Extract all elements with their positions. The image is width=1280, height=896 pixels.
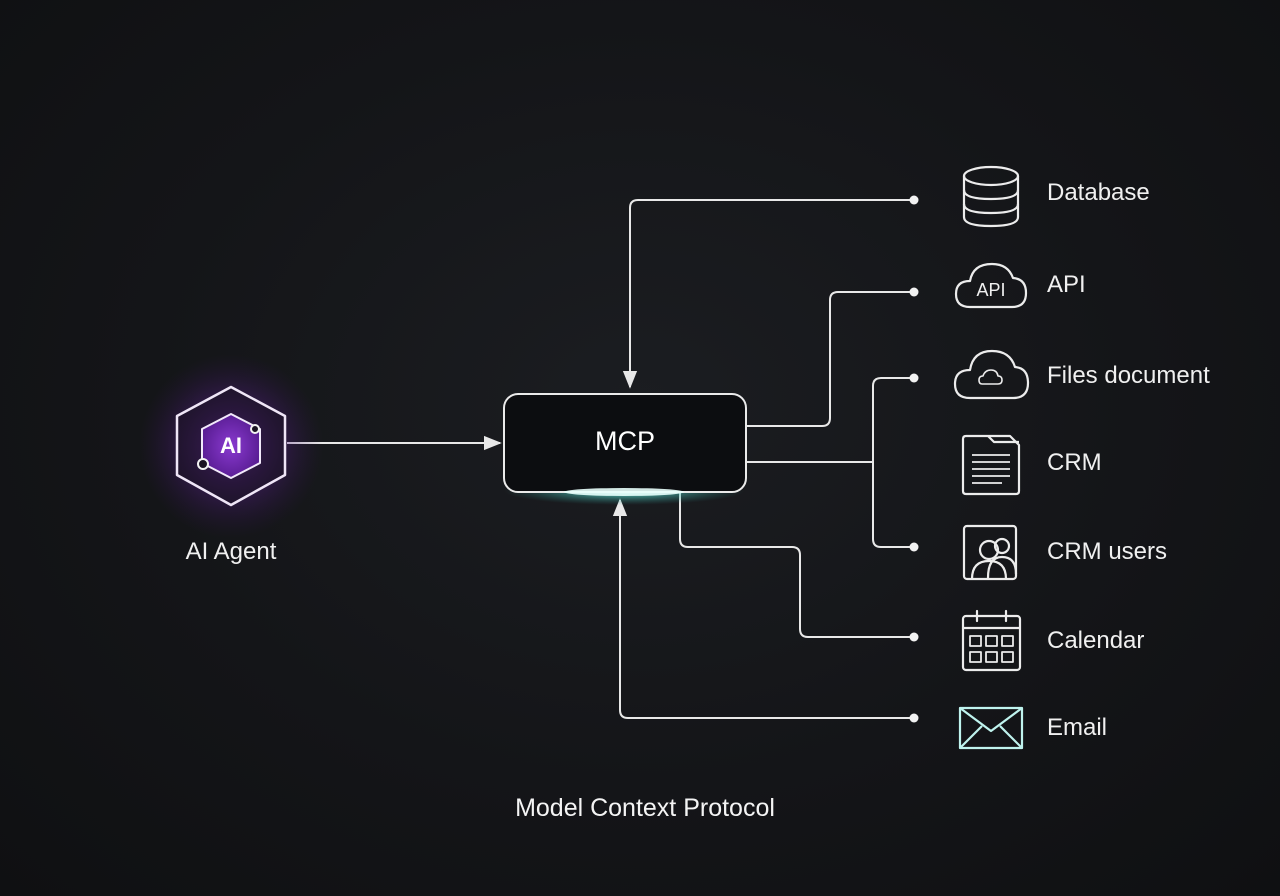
api-cloud-icon [954, 262, 1028, 309]
resource-label-database: Database [1047, 179, 1150, 206]
connector-calendar [679, 493, 914, 638]
api-icon-text: API [976, 280, 1006, 300]
cloud-files-icon [953, 349, 1030, 400]
mcp-node [503, 393, 747, 505]
agent-orbit-dot-left [197, 458, 209, 470]
diagram-caption: Model Context Protocol [515, 794, 775, 822]
mcp-label: MCP [595, 426, 655, 456]
resource-label-api: API [1047, 271, 1086, 298]
resource-label-email: Email [1047, 714, 1108, 741]
connector-database [622, 199, 914, 389]
connector-lines [287, 199, 914, 719]
calendar-icon [961, 609, 1022, 672]
connector-files [872, 377, 914, 548]
resource-label-files-document: Files document [1047, 362, 1210, 389]
connector-api [746, 291, 914, 427]
resource-label-crm: CRM [1047, 449, 1102, 476]
agent-orbit-dot-right [250, 424, 260, 434]
document-icon [961, 434, 1021, 496]
connector-email [612, 498, 914, 719]
resource-label-calendar: Calendar [1047, 627, 1145, 654]
ai-agent-label: AI Agent [185, 538, 277, 565]
email-icon [958, 706, 1024, 750]
resource-label-crm-users: CRM users [1047, 538, 1168, 565]
users-icon [962, 524, 1018, 581]
ai-agent-node [139, 354, 323, 538]
database-icon [962, 165, 1020, 228]
connector-endpoints [909, 195, 919, 723]
ai-badge-text: AI [220, 433, 242, 458]
